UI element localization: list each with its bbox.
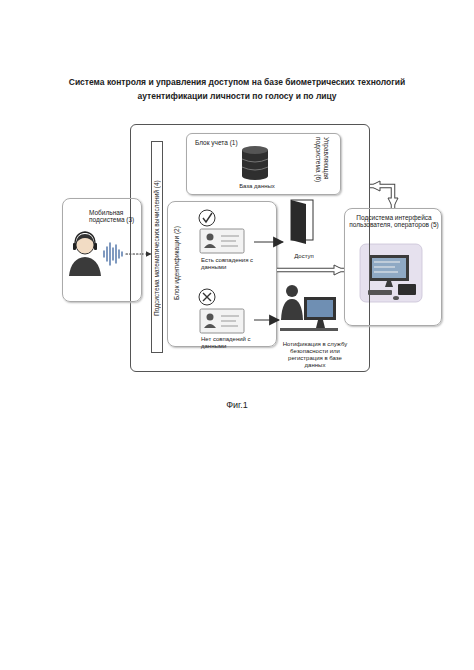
- node-label: Есть совпадения с данными: [201, 257, 259, 271]
- card-avatar-body: [204, 244, 216, 248]
- wave-bar: [109, 243, 110, 265]
- node-label: Блок учета (1): [195, 139, 238, 146]
- monitor-screen: [307, 300, 333, 317]
- person-hair: [76, 234, 94, 243]
- check-mark: [203, 213, 212, 222]
- node-label: Нотификация в службу безопасности или ре…: [279, 341, 351, 369]
- cross-mark: [203, 293, 211, 301]
- node-label: Нет совпадений с данными: [201, 336, 259, 350]
- connector-inner: [277, 269, 344, 272]
- door-frame: [291, 200, 313, 240]
- headphone-cup: [94, 243, 97, 250]
- wave-bar: [121, 252, 122, 256]
- connector-outline: [370, 186, 393, 208]
- dotted-signal-arrow: [142, 254, 151, 255]
- database-body: [242, 150, 268, 176]
- console-monitor: [369, 255, 409, 281]
- connector-line: [142, 253, 151, 254]
- figure-caption: Фиг.1: [0, 400, 474, 410]
- wave-bar: [115, 245, 116, 263]
- door-leaf: [291, 200, 306, 244]
- desk: [280, 328, 338, 331]
- person-head: [76, 236, 94, 254]
- node-label: Мобильная подсистема (3): [89, 209, 141, 224]
- check-circle: [199, 210, 215, 226]
- user-interface-subsystem-box: Подсистема интерфейса пользователя, опер…: [344, 208, 442, 326]
- card-avatar-body: [204, 324, 216, 328]
- operator-head: [286, 285, 298, 297]
- access-door-group: Доступ: [283, 197, 325, 265]
- wave-bar: [103, 251, 104, 257]
- person-body: [69, 257, 101, 276]
- id-card: [200, 309, 244, 333]
- console-mouse: [393, 296, 399, 300]
- no-match-group: Нет совпадений с данными: [192, 290, 260, 350]
- access-arrow: [254, 242, 283, 243]
- person-with-headphones: [69, 232, 101, 276]
- card-avatar-head: [207, 314, 214, 321]
- connector-line: [254, 320, 279, 321]
- door-icon: [291, 200, 313, 244]
- control-subsystem-box: Управляющая подсистема (6) Подсистема мат…: [130, 124, 370, 372]
- match-group: Есть совпадения с данными: [192, 210, 260, 272]
- operator-at-computer: [280, 285, 338, 331]
- database-band: [242, 159, 268, 170]
- no-match-card: [199, 289, 244, 333]
- hollow-double-arrow: [370, 186, 393, 208]
- database-icon: [242, 146, 268, 180]
- diagram-title: Система контроля и управления доступом н…: [57, 76, 417, 103]
- connector-outline: [277, 268, 344, 273]
- identification-block-box: Блок идентификации (2) Есть совпадения с …: [167, 201, 277, 347]
- mobile-subsystem-box: Мобильная подсистема (3): [62, 198, 142, 302]
- notify-arrow: [254, 320, 279, 321]
- wave-bar: [112, 248, 113, 260]
- math-subsystem-band: Подсистема математических вычислений (4): [151, 141, 163, 353]
- node-label: Подсистема математических вычислений (4): [153, 142, 163, 354]
- sound-wave: [104, 243, 141, 265]
- wave-bar: [118, 250, 119, 258]
- node-sublabel: База данных: [227, 183, 287, 190]
- card-line: [221, 236, 239, 246]
- accounting-block-box: Блок учета (1) База данных: [186, 133, 341, 195]
- console-screen: [372, 258, 406, 278]
- node-label: Блок идентификации (2): [173, 208, 180, 300]
- console-device: [398, 284, 416, 295]
- operator-body: [281, 299, 303, 320]
- connector-inner: [370, 186, 393, 208]
- cross-circle: [199, 289, 215, 305]
- monitor-stand: [316, 320, 325, 328]
- notification-group: Нотификация в службу безопасности или ре…: [279, 283, 351, 375]
- node-label: Подсистема интерфейса пользователя, опер…: [349, 214, 439, 229]
- node-label: Управляющая подсистема (6): [315, 137, 330, 193]
- database-top: [242, 146, 268, 154]
- id-card: [200, 229, 244, 253]
- card-avatar-head: [207, 234, 214, 241]
- hollow-flow-arrow: [277, 270, 344, 271]
- wave-bar: [106, 247, 107, 261]
- headphone-band: [75, 232, 95, 247]
- console-stand: [385, 281, 393, 287]
- database-bottom: [242, 172, 268, 180]
- card-line: [221, 316, 239, 326]
- console-keyboard: [368, 290, 392, 295]
- monitor: [304, 297, 336, 320]
- match-card: [199, 210, 244, 253]
- console-screen-line: [374, 262, 400, 272]
- headphone-cup: [73, 243, 76, 250]
- dotted-line: [126, 253, 141, 254]
- connector-line: [254, 242, 283, 243]
- node-label: Доступ: [283, 253, 325, 260]
